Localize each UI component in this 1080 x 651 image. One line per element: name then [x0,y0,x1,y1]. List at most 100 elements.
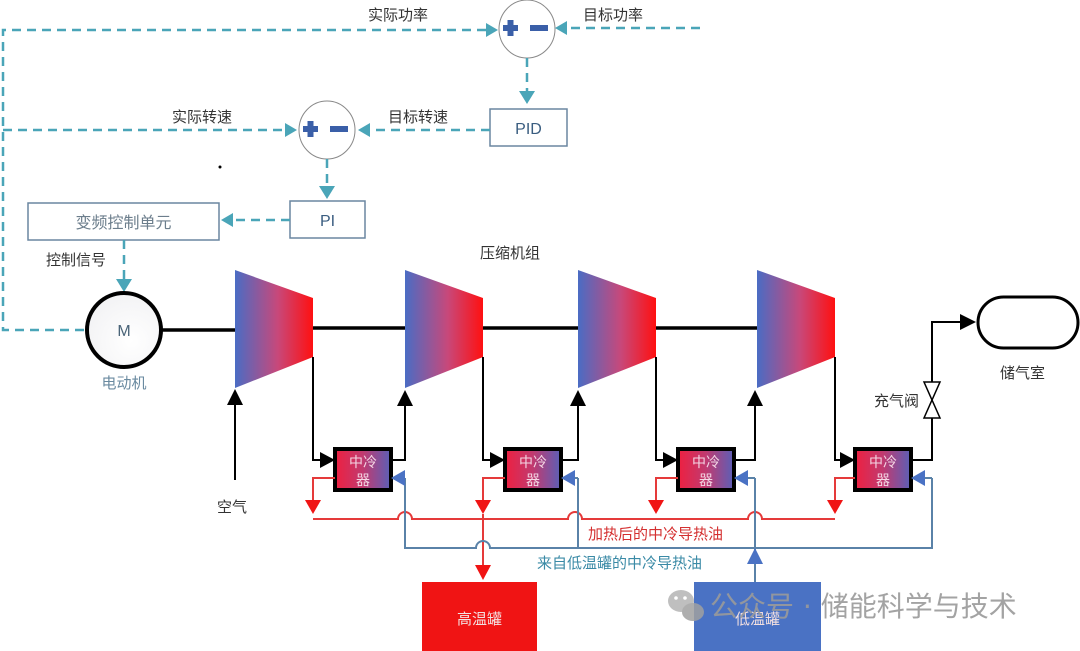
control-signal-label: 控制信号 [46,251,106,269]
compressor-group-label: 压缩机组 [480,244,540,262]
storage-chamber: 储气室 [976,295,1080,382]
actual-speed-label: 实际转速 [172,108,232,126]
intercooler-1: 中冷 器 [333,447,393,492]
power-summer [498,0,556,59]
air-line [312,357,322,461]
arrowhead [486,23,498,37]
intercooler-label-line2: 器 [699,473,713,489]
arrowhead [734,470,748,486]
arrowhead [747,390,763,406]
vfd-label: 变频控制单元 [75,213,171,232]
charge-valve: 充气阀 [874,381,942,419]
air-inlet-label: 空气 [217,498,247,516]
pid-label: PID [515,121,542,138]
intercooler-box [676,447,736,492]
actual-power-label: 实际功率 [368,6,428,24]
arrowhead [221,213,233,227]
arrowhead [320,452,335,468]
arrowhead [227,389,243,405]
air-flow-lines: 空气 [217,314,976,516]
intercooler-box [853,447,913,492]
intercooler-label-line2: 器 [526,473,540,489]
valve-icon-top [922,381,942,402]
intercooler-label-line2: 器 [356,473,370,489]
minus-icon [330,126,348,132]
cold-oil-label: 来自低温罐的中冷导热油 [537,554,702,572]
power-feedback-line [1,28,488,332]
arrowhead [561,470,575,486]
plus-icon-vertical [307,121,314,137]
target-speed-label: 目标转速 [388,108,448,126]
tanks: 高温罐 低温罐 [422,582,821,651]
arrowhead [960,314,976,330]
hot-oil-line [834,477,855,500]
air-line [655,357,665,461]
wechat-icon [668,590,704,621]
cold-oil-network: 来自低温罐的中冷导热油 [391,470,933,582]
air-line [482,357,492,461]
arrowhead [570,390,586,406]
arrowhead [319,186,335,199]
arrowhead [397,390,413,406]
air-line [734,402,756,461]
arrowhead [358,123,370,137]
hot-oil-header [313,511,835,520]
arrowhead [116,279,132,292]
arrowhead [475,500,491,514]
intercoolers: 中冷 器 中冷 器 中冷 器 中冷 器 [333,447,913,492]
compressor-stage-3 [578,270,656,388]
valve-icon-bottom [922,398,942,419]
arrowhead [648,500,664,514]
hot-oil-line [312,477,335,500]
low-temp-tank-label: 低温罐 [735,610,780,628]
arrowhead [475,565,491,580]
intercooler-label-line1: 中冷 [349,455,377,471]
arrowhead [305,500,321,514]
arrowhead [911,470,925,486]
intercooler-label-line1: 中冷 [692,455,720,471]
vfd-control-unit-box [27,202,220,241]
arrowhead [490,452,505,468]
high-temp-tank [422,582,537,651]
stray-dot [218,165,222,169]
intercooler-3: 中冷 器 [676,447,736,492]
air-line [561,402,579,461]
speed-summer [298,100,356,160]
arrowhead [840,452,855,468]
control-loop: 实际功率 目标功率 PID 目标转速 实际转速 PI 变频 [1,0,700,332]
arrowhead [555,21,567,35]
target-power-label: 目标功率 [583,6,643,24]
motor: M 电动机 [85,291,163,392]
compressor-stage-1 [235,270,313,388]
air-line [834,357,842,461]
low-temp-tank [694,582,821,651]
intercooler-box [503,447,563,492]
intercooler-label-line1: 中冷 [519,455,547,471]
compressor-stage-2 [405,270,483,388]
storage-vessel [976,295,1080,350]
hot-oil-line [655,477,678,500]
watermark: 公众号 · 储能科学与技术 [668,590,1017,623]
arrowhead [391,470,405,486]
charge-valve-label: 充气阀 [874,392,919,410]
hot-oil-label: 加热后的中冷导热油 [588,525,723,543]
pi-label: PI [320,213,335,230]
intercooler-label-line2: 器 [876,473,890,489]
air-line [911,418,933,461]
arrowhead [519,91,535,104]
intercooler-2: 中冷 器 [503,447,563,492]
compressor-stage-4 [757,270,835,388]
storage-label: 储气室 [1000,364,1045,382]
intercooler-label-line1: 中冷 [869,455,897,471]
arrowhead [747,548,763,564]
pid-controller-box [489,108,568,147]
intercooler-box [333,447,393,492]
hot-oil-network: 加热后的中冷导热油 [305,477,855,580]
cold-oil-header [404,478,933,549]
compressor-stages [235,270,835,388]
plus-icon-vertical [507,20,514,36]
high-temp-tank-label: 高温罐 [457,610,502,628]
hot-oil-line [482,477,505,500]
arrowhead [827,500,843,514]
